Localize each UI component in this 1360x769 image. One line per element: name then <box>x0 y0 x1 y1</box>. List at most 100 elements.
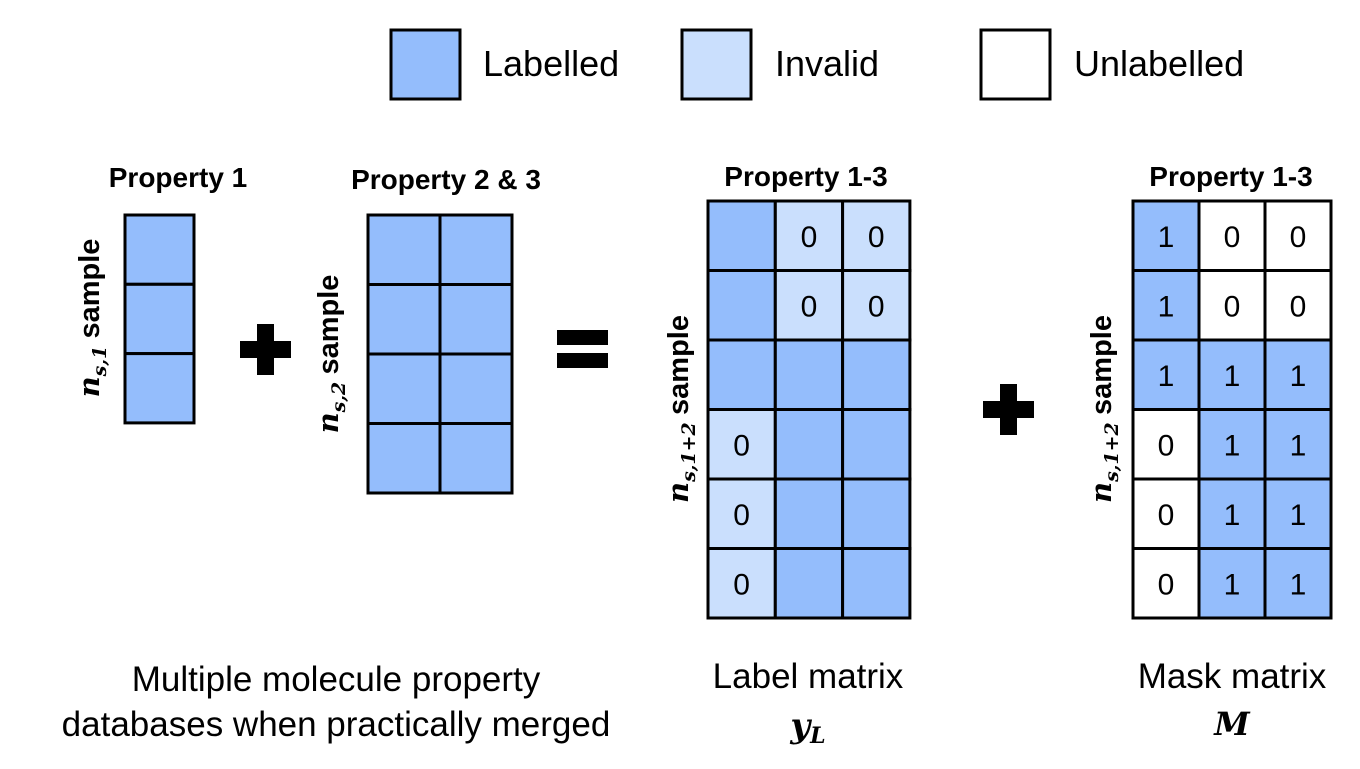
mask-matrix-cell-value-r3-c2: 1 <box>1224 360 1241 393</box>
database-1-title: Property 1 <box>109 162 248 193</box>
database-2-cell-r4-c1 <box>366 422 442 495</box>
label-matrix-title: Property 1-3 <box>724 161 887 192</box>
database-2-cell-r1-c2 <box>438 213 514 286</box>
database-2-sample-axis-label: ns,2 sample <box>311 275 350 434</box>
label-matrix-cell-r2-c1 <box>706 269 777 342</box>
equals-top-bar <box>557 330 608 345</box>
mask-matrix-cell-value-r6-c3: 1 <box>1290 568 1307 601</box>
mask-matrix-cell-value-r2-c1: 1 <box>1158 290 1175 323</box>
mask-matrix-cell-value-r4-c2: 1 <box>1224 429 1241 462</box>
plus-2-vertical-bar <box>1000 384 1017 435</box>
label-matrix-sample-axis-label: ns,1+2 sample <box>661 315 700 503</box>
mask-matrix-cell-value-r5-c1: 0 <box>1158 499 1175 532</box>
label-matrix-cell-value-r4-c1: 0 <box>733 429 750 462</box>
label-matrix-cell-r3-c3 <box>841 338 912 411</box>
label-matrix-symbol-sub: L <box>809 723 825 749</box>
database-2-sample-word: sample <box>313 275 345 375</box>
databases-caption-line-2: databases when practically merged <box>62 705 611 744</box>
label-matrix-cell-value-r6-c1: 0 <box>733 568 750 601</box>
plus-operator-1: + <box>240 324 291 375</box>
database-2-grid <box>366 213 514 495</box>
label-matrix-cell-r4-c3 <box>841 408 912 481</box>
label-matrix-cell-r6-c3 <box>841 547 912 620</box>
database-1-sample-var: n <box>72 376 106 397</box>
mask-matrix-cell-value-r6-c1: 0 <box>1158 568 1175 601</box>
databases-caption-line-1: Multiple molecule property <box>132 660 541 699</box>
label-matrix-cell-value-r1-c2: 0 <box>801 221 818 254</box>
label-matrix-cell-r5-c1 <box>706 477 777 550</box>
legend-label-labelled: Labelled <box>483 43 619 84</box>
legend-item-unlabelled: Unlabelled <box>979 28 1244 101</box>
mask-matrix-cell-r6-c3 <box>1263 547 1333 620</box>
mask-matrix-cell-r5-c3 <box>1263 477 1333 550</box>
label-matrix-cell-value-r2-c2: 0 <box>801 290 818 323</box>
mask-matrix-sample-sub: s,1+2 <box>1101 422 1123 483</box>
mask-matrix-cell-value-r1-c3: 0 <box>1290 221 1307 254</box>
mask-matrix-cell-r2-c1 <box>1131 269 1201 342</box>
label-matrix-cell-r3-c1 <box>706 338 777 411</box>
label-matrix-sample-var: n <box>661 482 695 503</box>
database-1-cell-r3-c1 <box>123 352 196 425</box>
label-matrix-cell-r6-c2 <box>773 547 845 620</box>
mask-matrix-cell-value-r2-c3: 0 <box>1290 290 1307 323</box>
label-matrix-cell-value-r2-c3: 0 <box>868 290 885 323</box>
mask-matrix-symbol: M <box>1213 705 1251 743</box>
label-matrix-cell-value-r5-c1: 0 <box>733 499 750 532</box>
mask-matrix-cell-r4-c3 <box>1263 408 1333 481</box>
database-2-sample-var: n <box>311 412 345 433</box>
database-2-cell-r2-c2 <box>438 283 514 356</box>
legend-swatch-unlabelled <box>979 28 1052 101</box>
label-matrix-sample-word: sample <box>663 315 695 415</box>
database-2-cell-r3-c1 <box>366 352 442 425</box>
database-2-sample-sub: s,2 <box>328 382 350 414</box>
label-matrix-cell-r5-c2 <box>773 477 845 550</box>
database-2-cell-r4-c2 <box>438 422 514 495</box>
label-matrix-cell-r3-c2 <box>773 338 845 411</box>
mask-matrix-cell-value-r1-c1: 1 <box>1158 221 1175 254</box>
mask-matrix-cell-value-r6-c2: 1 <box>1224 568 1241 601</box>
database-1-grid <box>123 213 196 425</box>
legend-label-invalid: Invalid <box>775 43 879 84</box>
mask-matrix-sample-var: n <box>1084 482 1118 503</box>
mask-matrix-cell-value-r3-c1: 1 <box>1158 360 1175 393</box>
legend: Labelled Invalid Unlabelled <box>389 28 1244 101</box>
label-matrix-cell-value-r1-c3: 0 <box>868 221 885 254</box>
database-1-cell-r1-c1 <box>123 213 196 286</box>
mask-matrix-cell-value-r4-c1: 0 <box>1158 429 1175 462</box>
label-matrix-cell-r5-c3 <box>841 477 912 550</box>
database-1-sample-sub: s,1 <box>89 346 111 378</box>
database-1: Property 1 ns,1 sample <box>72 162 248 425</box>
mask-matrix-cell-r1-c2 <box>1197 199 1267 272</box>
databases-caption: Multiple molecule property databases whe… <box>62 660 611 744</box>
legend-swatch-invalid <box>680 28 753 101</box>
database-2-title: Property 2 & 3 <box>351 164 541 195</box>
label-matrix-cell-r1-c1 <box>706 199 777 272</box>
database-1-sample-word: sample <box>74 239 106 339</box>
mask-matrix-cell-value-r4-c3: 1 <box>1290 429 1307 462</box>
database-2-cell-r3-c2 <box>438 352 514 425</box>
label-matrix-symbol: yL <box>789 706 825 749</box>
mask-matrix-cell-r2-c2 <box>1197 269 1267 342</box>
equals-bottom-bar <box>557 353 608 368</box>
label-matrix-sample-sub: s,1+2 <box>678 422 700 483</box>
database-1-cell-r2-c1 <box>123 282 196 356</box>
mask-matrix-cell-value-r2-c2: 0 <box>1224 290 1241 323</box>
label-matrix-grid: 0 0 0 0 0 0 0 <box>706 199 912 620</box>
mask-matrix-title: Property 1-3 <box>1149 161 1312 192</box>
legend-item-invalid: Invalid <box>680 28 879 101</box>
label-matrix-cell-r2-c3 <box>841 269 912 342</box>
mask-matrix-cell-r4-c2 <box>1197 408 1267 481</box>
label-matrix-symbol-var: y <box>789 706 812 746</box>
legend-swatch-labelled <box>389 28 462 101</box>
legend-label-unlabelled: Unlabelled <box>1074 43 1244 84</box>
legend-item-labelled: Labelled <box>389 28 619 101</box>
mask-matrix-cell-value-r1-c2: 0 <box>1224 221 1241 254</box>
mask-matrix-sample-word: sample <box>1086 315 1118 415</box>
database-1-sample-axis-label: ns,1 sample <box>72 239 111 398</box>
plus-operator-2: + <box>983 384 1034 435</box>
label-matrix-cell-r4-c2 <box>773 408 845 481</box>
